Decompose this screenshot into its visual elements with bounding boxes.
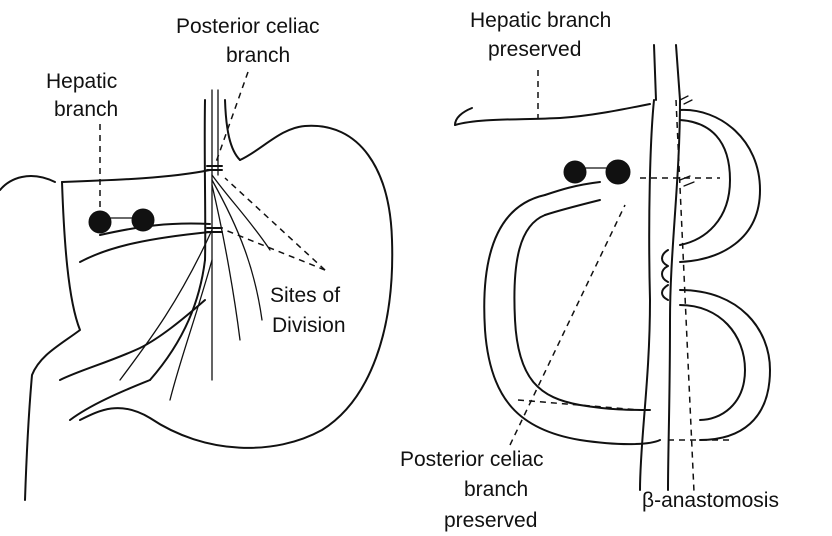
right-panel: Hepatic branch preserved Posterior celia… (400, 9, 779, 532)
label-posterior-preserved-line3: preserved (444, 509, 537, 532)
suture-1 (680, 96, 692, 104)
stomach-outline (80, 126, 392, 448)
label-sites-line1: Sites of (270, 284, 340, 307)
ganglion-icon (132, 209, 154, 231)
jejunal-limb-left (640, 100, 654, 490)
lower-loop-inner (680, 305, 745, 420)
esophagus-right-wall-r (676, 45, 680, 100)
liver-edge-left (0, 176, 55, 190)
label-posterior-celiac-line2: branch (226, 44, 290, 67)
hepatic-vessel-r1 (545, 182, 600, 195)
division-mark-lower (207, 228, 222, 232)
hepatic-vessel-r2 (545, 200, 600, 215)
liver-edge-right (455, 104, 650, 125)
label-hepatic-line2: branch (54, 98, 118, 121)
duodenum-outer (25, 182, 80, 500)
division-mark-upper (207, 166, 222, 170)
lower-loop (680, 290, 770, 440)
esophagus-left-wall-r (654, 45, 656, 100)
stomach-remnant-inner (514, 215, 650, 410)
label-hepatic-preserved-line1: Hepatic branch (470, 9, 611, 32)
stomach-remnant-outer (484, 195, 660, 444)
branch-5 (170, 260, 212, 400)
leader-sites-2 (225, 230, 325, 270)
upper-loop (680, 110, 760, 262)
label-anastomosis: β-anastomosis (642, 489, 779, 512)
liver-lower-edge (62, 170, 210, 182)
leader-sites-1 (225, 178, 325, 270)
leader-posterior-celiac (215, 72, 248, 165)
label-posterior-preserved-line1: Posterior celiac (400, 448, 544, 471)
label-sites-line2: Division (272, 314, 346, 337)
ganglion-icon (564, 161, 586, 183)
esophagus-left-wall (205, 100, 206, 260)
branch-2 (212, 180, 262, 320)
ganglion-icon (606, 160, 630, 184)
esophagus-right-wall (225, 100, 240, 160)
hepatic-vessel-lower (80, 232, 210, 262)
label-hepatic-preserved-line2: preserved (488, 38, 581, 61)
upper-loop-inner (680, 120, 730, 245)
left-panel: Posterior celiac branch Hepatic branch S… (0, 15, 392, 500)
duodenum-inner (60, 300, 205, 380)
label-posterior-preserved-line2: branch (464, 478, 528, 501)
anastomosis-scallop-2 (662, 285, 668, 300)
label-hepatic-line1: Hepatic (46, 70, 117, 93)
pylorus-line (70, 380, 150, 420)
label-posterior-celiac-line1: Posterior celiac (176, 15, 320, 38)
lesser-curvature (150, 260, 205, 380)
branch-3 (212, 185, 240, 340)
ganglion-icon (89, 211, 111, 233)
anastomosis-scallop-1 (662, 250, 668, 282)
leader-anastomosis (676, 100, 694, 492)
